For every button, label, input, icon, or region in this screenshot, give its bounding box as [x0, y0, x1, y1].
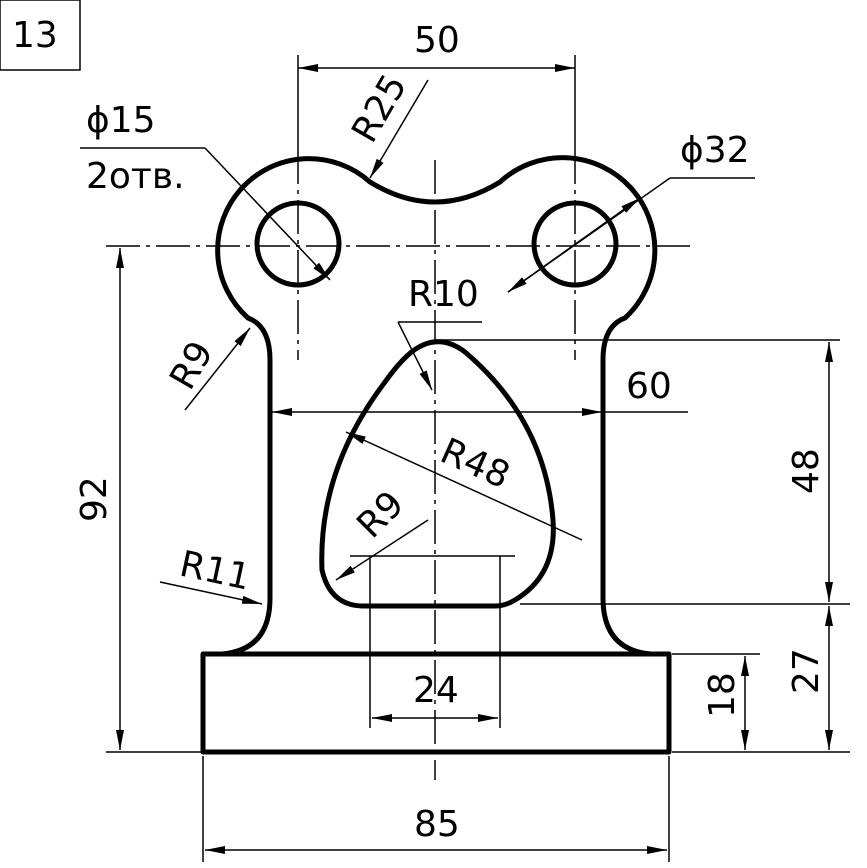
dim-24: 24: [350, 555, 515, 728]
dim-18-label: 18: [702, 672, 743, 718]
dim-r9-side-label: R9: [162, 334, 221, 396]
dim-r9-slot: R9: [335, 483, 429, 581]
dim-50-label: 50: [414, 20, 460, 61]
dim-hole-count-label: 2отв.: [86, 156, 185, 197]
drawing-number-box: 13: [0, 0, 81, 71]
dim-r25-label: R25: [344, 68, 415, 150]
dim-27-label: 27: [786, 648, 827, 694]
body-outline: [215, 155, 658, 657]
dim-48: 48: [786, 342, 833, 602]
drawing-number: 13: [12, 15, 58, 56]
dim-r25: R25: [344, 68, 429, 179]
dim-60: 60: [272, 366, 688, 416]
dim-60-label: 60: [626, 366, 672, 407]
dim-phi15-label: ϕ15: [86, 100, 156, 141]
dim-phi15: ϕ15 2отв.: [80, 100, 331, 281]
dim-92: 92: [74, 248, 203, 753]
dim-85: 85: [202, 756, 670, 862]
dim-24-label: 24: [413, 670, 459, 711]
dim-18: 18: [672, 653, 760, 750]
dim-r11: R11: [159, 544, 263, 605]
dim-48-label: 48: [786, 448, 827, 494]
dim-50: 50: [297, 20, 576, 150]
dim-92-label: 92: [74, 476, 115, 522]
dim-r11-label: R11: [176, 544, 254, 599]
dim-phi32-label: ϕ32: [680, 130, 750, 171]
dim-27: 27: [672, 606, 850, 753]
dim-r10-label: R10: [408, 274, 479, 315]
dim-85-label: 85: [414, 804, 460, 845]
inner-slot: [319, 339, 556, 609]
dim-r9-side: R9: [162, 327, 251, 411]
base-plate: [200, 651, 672, 755]
dim-r10: R10: [397, 274, 482, 391]
dim-r48-label: R48: [434, 431, 515, 497]
dim-phi32: ϕ32: [507, 130, 755, 293]
